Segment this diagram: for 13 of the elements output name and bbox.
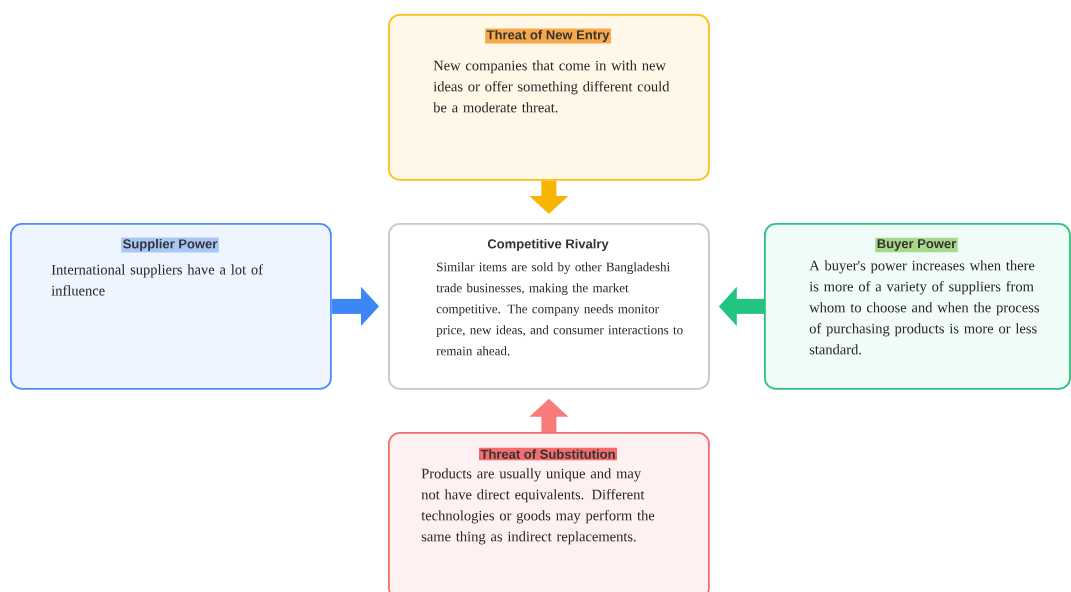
card [764, 223, 1071, 390]
card [388, 223, 710, 390]
heading: Supplier Power [121, 237, 219, 253]
description: A buyer's power increases when there is more of a variety of suppliers from whom to choose and when the process of purchasing products is more or less standard. [809, 260, 1040, 355]
description: New companies that come in with new ideas or offer something different could be a moderate threat. [433, 60, 670, 113]
description: Similar items are sold by other Bangladeshi trade businesses, making the market competitive. The company needs monitor price, new ideas, and consumer interactions to remain ahead. [436, 262, 683, 356]
card [10, 223, 332, 390]
description: International suppliers have a lot of influence [51, 264, 263, 296]
card [388, 432, 710, 592]
card [388, 14, 710, 181]
description: Products are usually unique and may not have direct equivalents. Different technologies or goods may perform the same thing as indirect replacements. [421, 468, 655, 545]
heading: Threat of New Entry [485, 28, 611, 44]
heading: Competitive Rivalry [487, 238, 609, 252]
